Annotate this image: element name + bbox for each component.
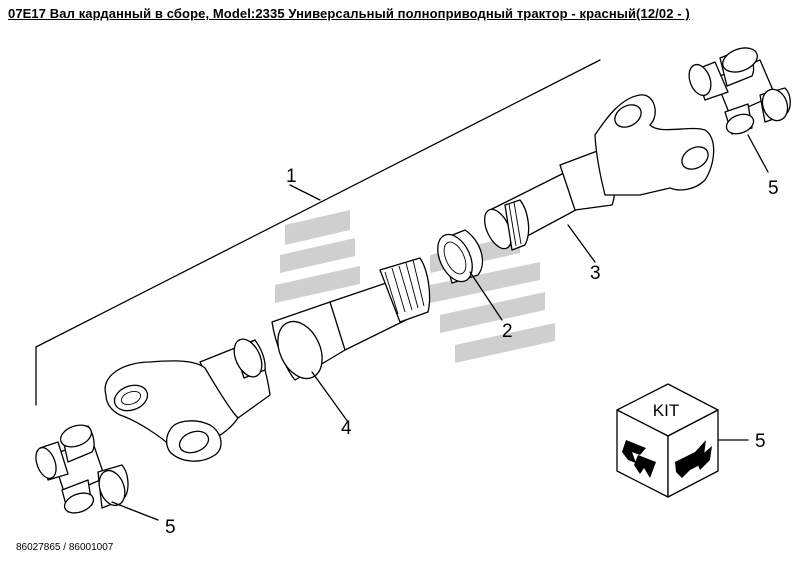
callout-5-left-leader: [111, 501, 159, 521]
callout-5-top-right-leader: [747, 134, 769, 173]
kit-box: [616, 383, 719, 498]
callout-5-top-right: 5: [768, 178, 779, 199]
callout-1: 1: [286, 166, 297, 187]
callout-2-leader: [469, 271, 503, 321]
callout-3-leader: [567, 224, 596, 263]
part-3-tube-yoke: [484, 94, 715, 251]
callout-5-kit: 5: [755, 431, 766, 452]
callout-1-leader: [289, 184, 321, 201]
assembly-bracket-line: [35, 59, 601, 406]
part-2-ring: [437, 229, 483, 284]
part-4-yoke-shaft: [104, 257, 431, 462]
callout-4-leader: [311, 371, 349, 423]
callout-3: 3: [590, 263, 601, 284]
part-5-cross-joint-top-right: [688, 47, 791, 135]
callout-5-left: 5: [165, 517, 176, 538]
kit-label: KIT: [653, 401, 679, 420]
callout-4: 4: [341, 418, 352, 439]
drawing-reference-number: 86027865 / 86001007: [16, 542, 114, 553]
callout-2: 2: [502, 321, 513, 342]
part-5-cross-joint-bottom-left: [35, 424, 129, 514]
page-title: 07E17 Вал карданный в сборе, Model:2335 …: [8, 6, 690, 21]
